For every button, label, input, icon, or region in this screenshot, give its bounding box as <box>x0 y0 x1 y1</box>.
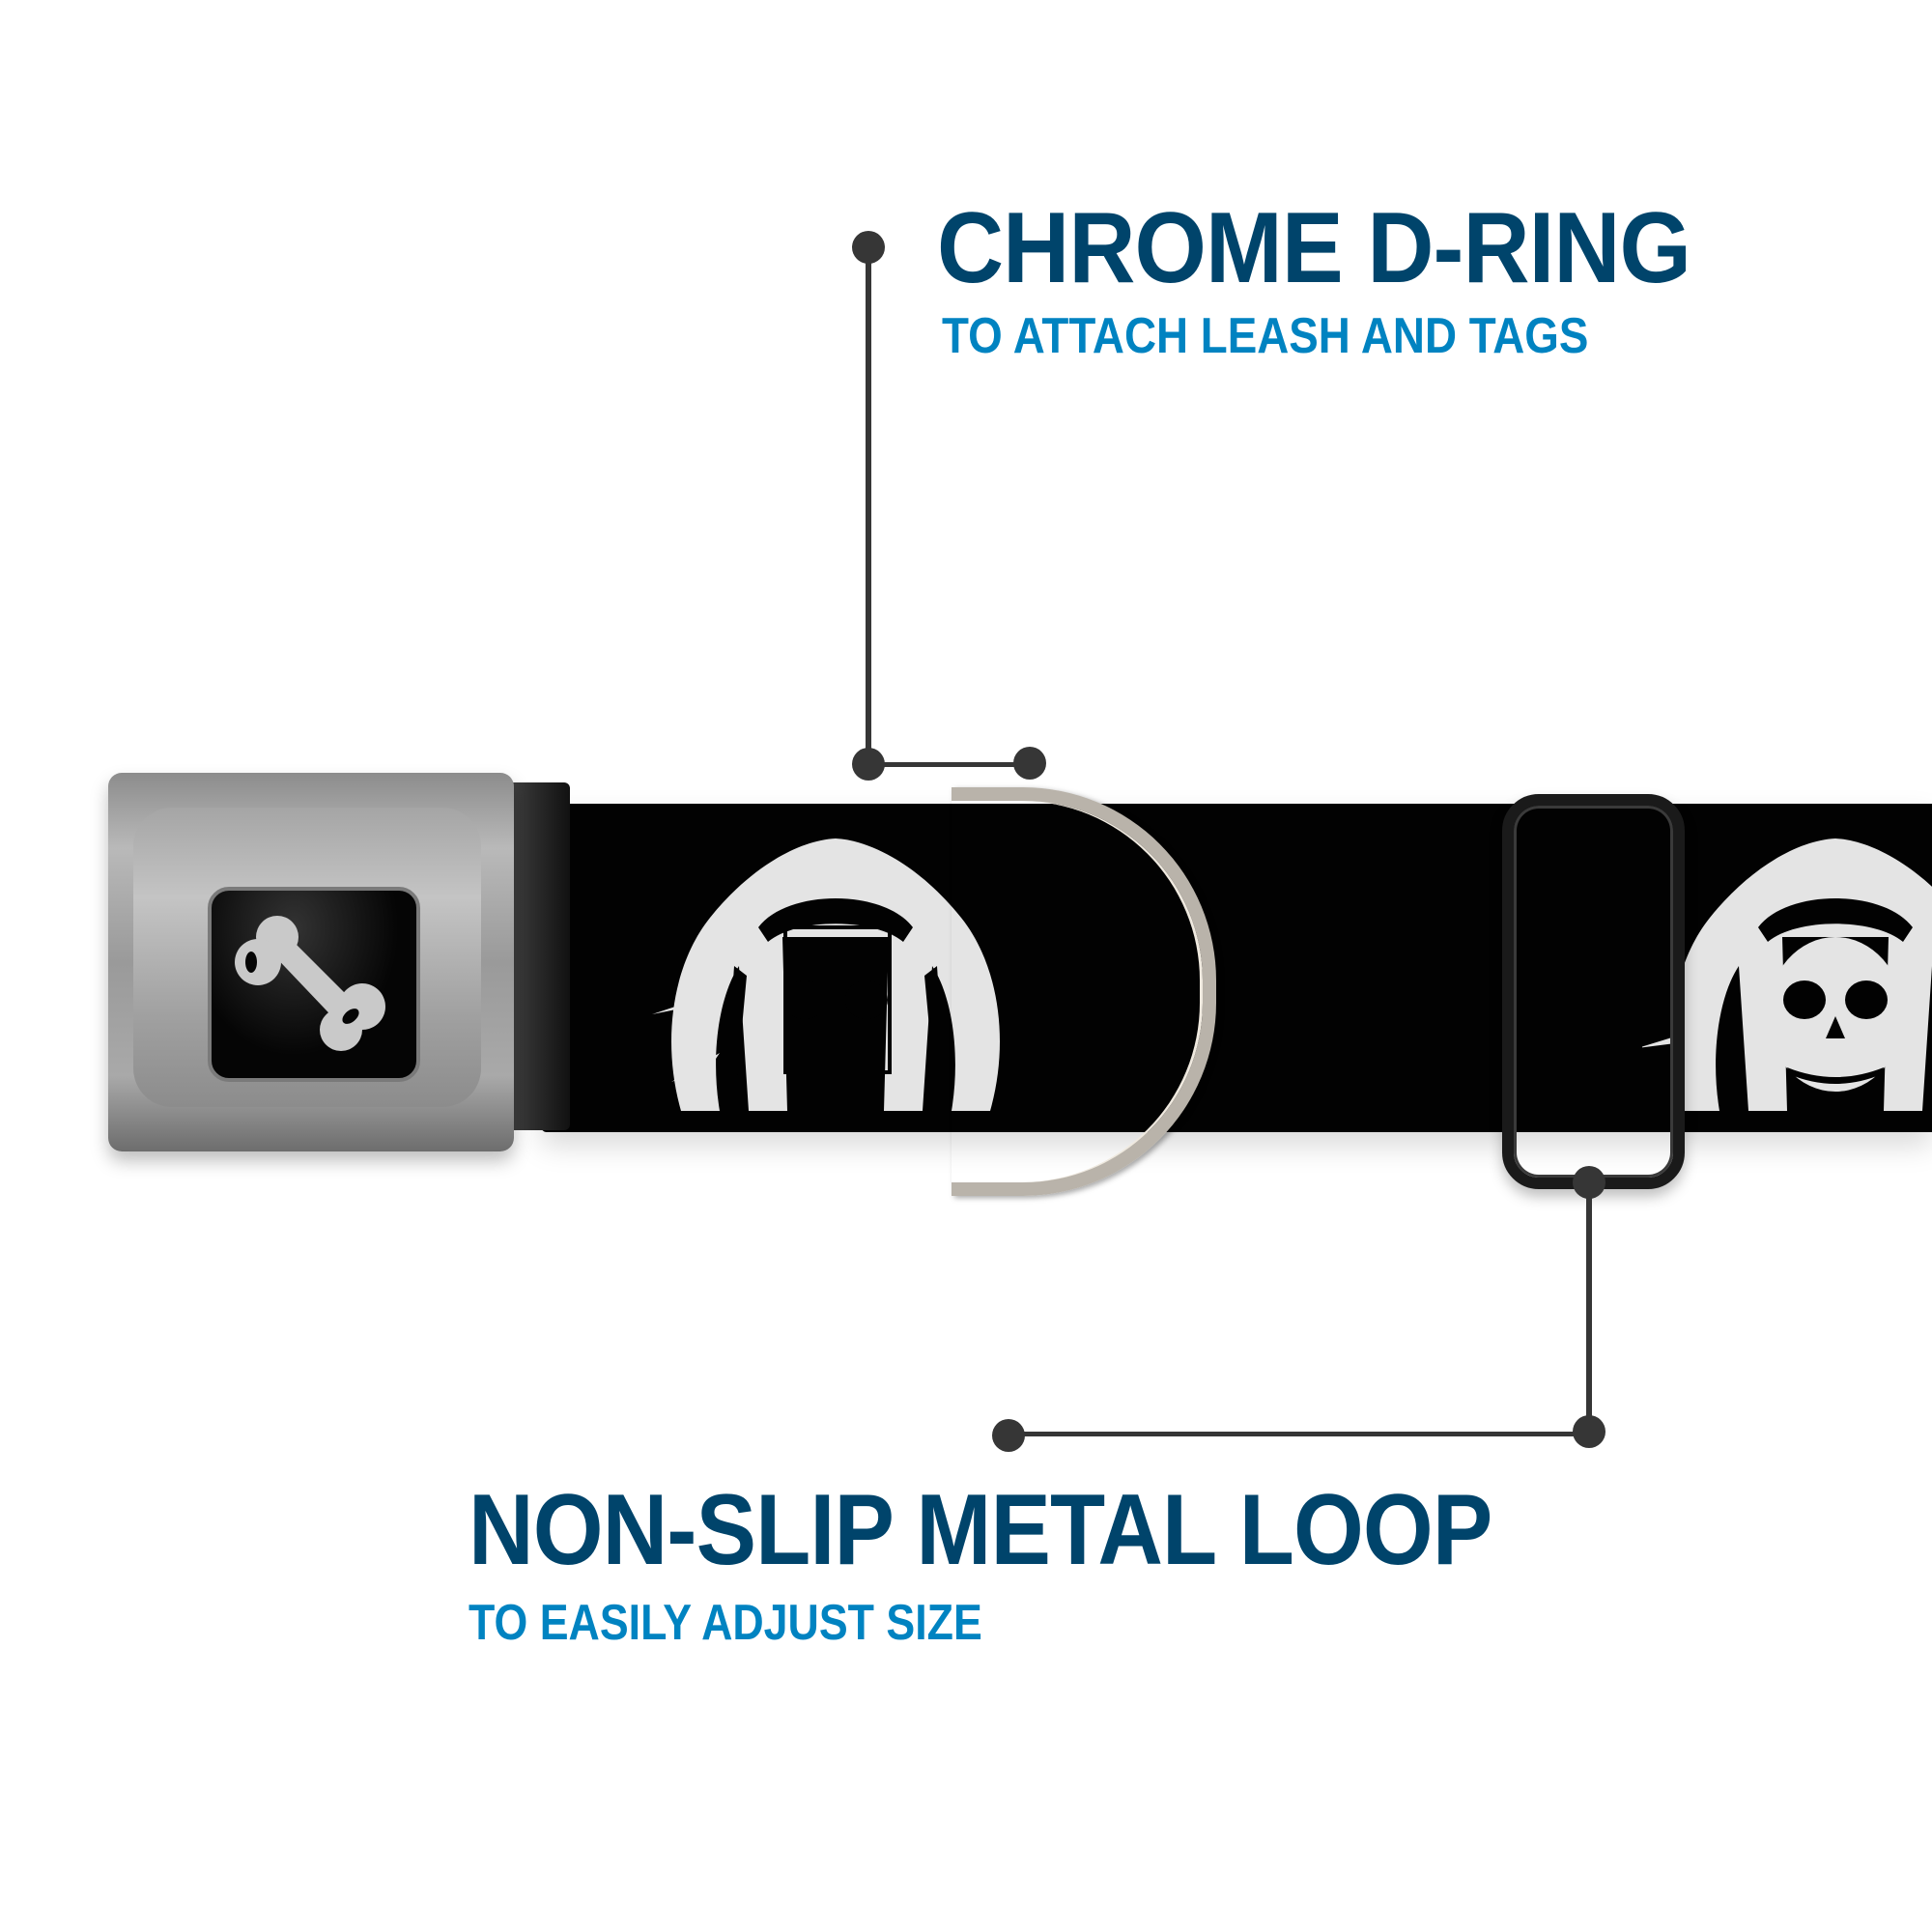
dring-callout-end-dot <box>1013 747 1046 780</box>
loop-callout-end-dot <box>992 1419 1025 1452</box>
dring-callout-horizontal-line <box>868 762 1031 767</box>
skull-headdress-print-icon <box>652 838 1000 1111</box>
buckle-face <box>208 887 420 1082</box>
loop-callout-subtitle: TO EASILY ADJUST SIZE <box>469 1595 982 1651</box>
loop-callout-horizontal-line <box>1009 1432 1588 1436</box>
loop-callout-vertical-line <box>1586 1182 1592 1429</box>
dring-callout-vertical-line <box>866 247 871 763</box>
seatbelt-buckle <box>108 773 514 1151</box>
bone-icon <box>235 916 385 1051</box>
skull-headdress-print-icon <box>1642 838 1932 1111</box>
metal-slide-loop <box>1502 794 1685 1189</box>
loop-callout-title: NON-SLIP METAL LOOP <box>469 1474 1492 1586</box>
dring-callout-subtitle: TO ATTACH LEASH AND TAGS <box>942 308 1589 364</box>
dring-callout-title: CHROME D-RING <box>937 192 1691 304</box>
